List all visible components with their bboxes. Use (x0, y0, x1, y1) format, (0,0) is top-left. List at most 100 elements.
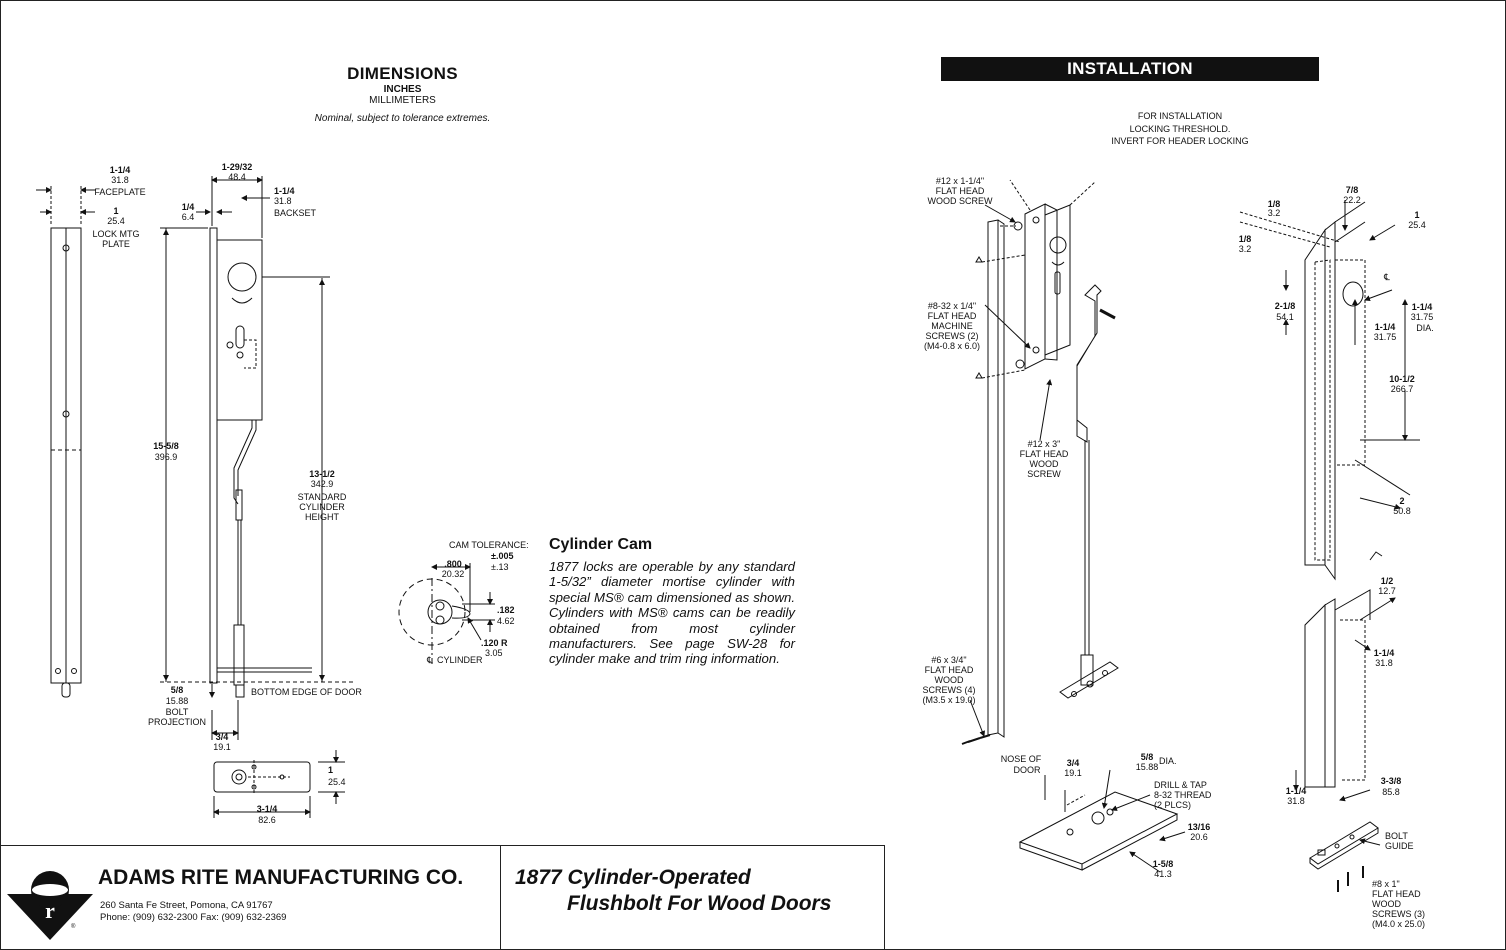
backset-mm: 31.8 (274, 196, 292, 206)
top-width-mm: 48.4 (228, 172, 246, 182)
screw-832-3: MACHINE (931, 321, 973, 331)
mortise-g-mm: 31.75 (1411, 312, 1434, 322)
nose-of-door-2: DOOR (1014, 765, 1042, 775)
strike-offset-in: 3/4 (216, 732, 229, 742)
bolt-guide-1: BOLT (1385, 831, 1408, 841)
nose-of-door-1: NOSE OF (1001, 754, 1042, 764)
mortise-upper-drawing (1239, 200, 1420, 581)
mortise-e-mm: 54.1 (1276, 312, 1294, 322)
drill-tap-2: 8-32 THREAD (1154, 790, 1212, 800)
mortise-b-mm: 3.2 (1239, 244, 1252, 254)
mortise-h-in: 10-1/2 (1389, 374, 1415, 384)
registered-mark: ® (71, 923, 76, 930)
screw-6-34-2: FLAT HEAD (925, 665, 974, 675)
top-width-in: 1-29/32 (222, 162, 253, 172)
drill-tap-3: (2 PLCS) (1154, 800, 1191, 810)
mortise-d-mm: 25.4 (1408, 220, 1426, 230)
product-title-line2: Flushbolt For Wood Doors (567, 892, 832, 915)
units-millimeters: MILLIMETERS (369, 95, 436, 106)
bolt-guide-2: GUIDE (1385, 841, 1414, 851)
lower-d-mm: 85.8 (1382, 787, 1400, 797)
mortise-f-mm: 31.75 (1374, 332, 1397, 342)
cam-height-in: .182 (497, 605, 515, 615)
mortise-a-in: 1/8 (1268, 199, 1281, 209)
screw-8-1-1: #8 x 1" (1372, 879, 1400, 889)
bolt-proj-label-1: BOLT (166, 707, 189, 717)
screw-12-3-3: WOOD (1030, 459, 1059, 469)
installation-header: INSTALLATION (941, 57, 1319, 81)
screw-6-34-3: WOOD (935, 675, 964, 685)
lower-a-mm: 12.7 (1378, 586, 1396, 596)
bolt-proj-label-2: PROJECTION (148, 717, 206, 727)
hole-dia-label: DIA. (1159, 756, 1177, 766)
cam-detail-drawing (398, 563, 495, 664)
threshold-note-2: LOCKING THRESHOLD. (1130, 124, 1231, 134)
company-address: 260 Santa Fe Street, Pomona, CA 91767 (100, 900, 273, 911)
cyl-height-label-3: HEIGHT (305, 512, 340, 522)
screw-8-1-2: FLAT HEAD (1372, 889, 1421, 899)
footer-product-block: 1877 Cylinder-Operated Flushbolt For Woo… (500, 845, 885, 950)
cam-width-in: .800 (444, 559, 462, 569)
faceplate-dim-in: 1-1/4 (110, 165, 131, 175)
screw-8-1-4: SCREWS (3) (1372, 909, 1425, 919)
mortise-c-in: 7/8 (1346, 185, 1359, 195)
adams-rite-logo: a r ® (7, 871, 93, 940)
cyl-height-label-1: STANDARD (298, 492, 347, 502)
install-exploded-drawing (961, 179, 1119, 745)
screw-12-114-1: #12 x 1-1/4" (936, 176, 984, 186)
screw-12-3-4: SCREW (1027, 469, 1061, 479)
bolt-proj-mm: 15.88 (166, 696, 189, 706)
footer-company-block: a r ® ADAMS RITE MANUFACTURING CO. 260 S… (1, 845, 501, 950)
bottom-strike-drawing (213, 750, 345, 818)
mortise-h-mm: 266.7 (1391, 384, 1414, 394)
cl-mark-cam: ℄ (426, 655, 433, 665)
front-faceplate-drawing (36, 186, 96, 698)
cyl-height-label-2: CYLINDER (299, 502, 345, 512)
lockplate-label: LOCK MTG (92, 229, 139, 239)
lockplate-dim-in: 1 (113, 206, 118, 216)
lower-b-mm: 31.8 (1375, 658, 1393, 668)
mortise-i-mm: 50.8 (1393, 506, 1411, 516)
faceplate-label: FACEPLATE (94, 187, 145, 197)
screw-832-4: SCREWS (2) (925, 331, 978, 341)
company-name: ADAMS RITE MANUFACTURING CO. (98, 866, 464, 889)
cam-radius-mm: 3.05 (485, 648, 503, 658)
logo-letter-a: a (45, 878, 55, 900)
backset-in: 1-1/4 (274, 186, 295, 196)
mortise-c-mm: 22.2 (1343, 195, 1361, 205)
logo-letter-r: r (45, 898, 55, 923)
side-lock-drawing (160, 176, 355, 740)
dimensions-title: DIMENSIONS (347, 64, 458, 83)
centerline-mark: ℄ (1383, 272, 1390, 282)
lower-b-in: 1-1/4 (1374, 648, 1395, 658)
faceplate-dim-mm: 31.8 (111, 175, 129, 185)
offset-mm: 6.4 (182, 212, 195, 222)
total-height-in: 15-5/8 (153, 441, 179, 451)
screw-832-1: #8-32 x 1/4" (928, 301, 976, 311)
units-inches: INCHES (383, 84, 422, 95)
company-phone: Phone: (909) 632-2300 Fax: (909) 632-236… (100, 912, 287, 923)
guide-h-in: 13/16 (1188, 822, 1211, 832)
offset-in: 1/4 (182, 202, 195, 212)
bottom-guide-drawing (1018, 769, 1186, 873)
strike-h-mm: 25.4 (328, 777, 346, 787)
strike-len-mm: 82.6 (258, 815, 276, 825)
hole-dia-in: 5/8 (1141, 752, 1154, 762)
mortise-b-in: 1/8 (1239, 234, 1252, 244)
backset-label: BACKSET (274, 208, 317, 218)
drill-tap-1: DRILL & TAP (1154, 780, 1207, 790)
cam-radius-in: .120 R (481, 638, 508, 648)
nose-dim-in: 3/4 (1067, 758, 1080, 768)
mortise-i-in: 2 (1399, 496, 1404, 506)
strike-len-in: 3-1/4 (257, 804, 278, 814)
tolerance-note: Nominal, subject to tolerance extremes. (314, 113, 491, 124)
total-height-mm: 396.9 (155, 452, 178, 462)
guide-w-in: 1-5/8 (1153, 859, 1174, 869)
screw-6-34-5: (M3.5 x 19.0) (922, 695, 975, 705)
mortise-e-in: 2-1/8 (1275, 301, 1296, 311)
screw-12-3-1: #12 x 3" (1028, 439, 1061, 449)
cyl-height-mm: 342.9 (311, 479, 334, 489)
bottom-edge-label: BOTTOM EDGE OF DOOR (251, 687, 362, 697)
product-title-line1: 1877 Cylinder-Operated (515, 866, 751, 889)
cam-tol-mm: ±.13 (491, 562, 508, 572)
